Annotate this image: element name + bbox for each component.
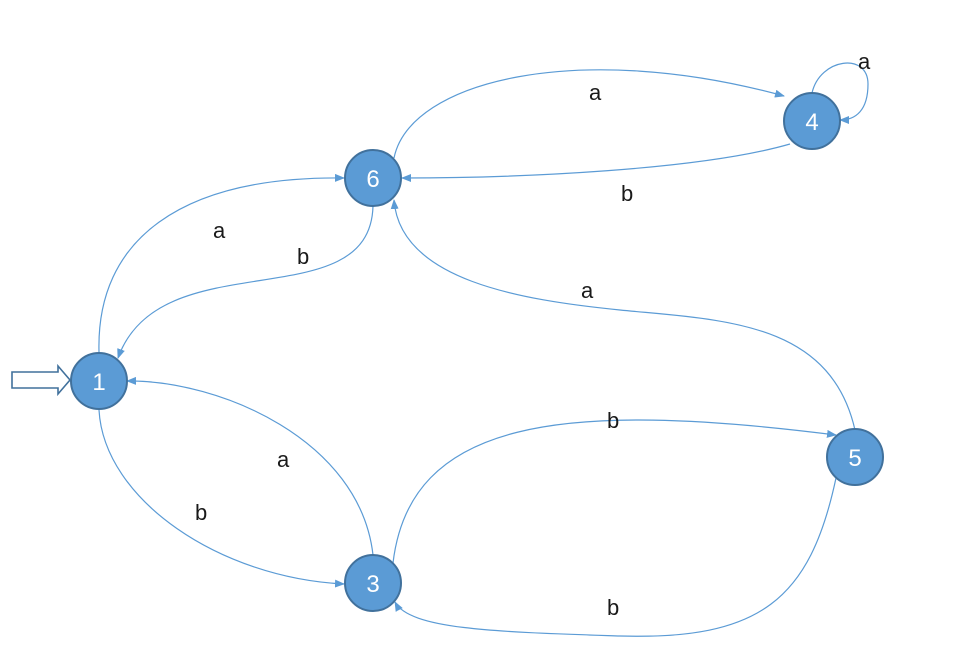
- state-node-5: 5: [826, 428, 884, 486]
- edge-label-6-4: a: [589, 80, 602, 105]
- edge-4-to-6: [401, 143, 791, 182]
- edge-3-to-5: [392, 419, 837, 564]
- edge-label-1-3: b: [195, 500, 207, 525]
- edge-label-4-6: b: [621, 181, 633, 206]
- state-node-4: 4: [783, 92, 841, 150]
- edge-3-to-1: [126, 376, 374, 556]
- edge-5-to-6: [390, 199, 856, 431]
- state-node-3: 3: [344, 554, 402, 612]
- state-node-6-label: 6: [366, 166, 379, 193]
- edge-6-to-4: [393, 69, 785, 159]
- edge-label-5-6: a: [581, 278, 594, 303]
- state-node-1: 1: [70, 352, 128, 410]
- state-node-1-label: 1: [92, 369, 105, 396]
- state-node-4-label: 4: [805, 109, 818, 136]
- edge-label-4-4: a: [858, 49, 871, 74]
- edge-6-to-1: [117, 205, 374, 359]
- edge-1-to-6: [98, 173, 345, 353]
- edge-label-3-1: a: [277, 447, 290, 472]
- edge-1-to-3: [98, 409, 345, 588]
- state-node-3-label: 3: [366, 571, 379, 598]
- edge-label-3-5: b: [607, 408, 619, 433]
- edge-5-to-3: [394, 477, 837, 637]
- state-node-5-label: 5: [848, 445, 861, 472]
- state-node-6: 6: [344, 149, 402, 207]
- edge-label-6-1: b: [297, 244, 309, 269]
- start-arrow-icon: [11, 363, 72, 397]
- edge-label-5-3: b: [607, 595, 619, 620]
- edge-label-1-6: a: [213, 218, 226, 243]
- edge-4-to-4: [811, 62, 869, 124]
